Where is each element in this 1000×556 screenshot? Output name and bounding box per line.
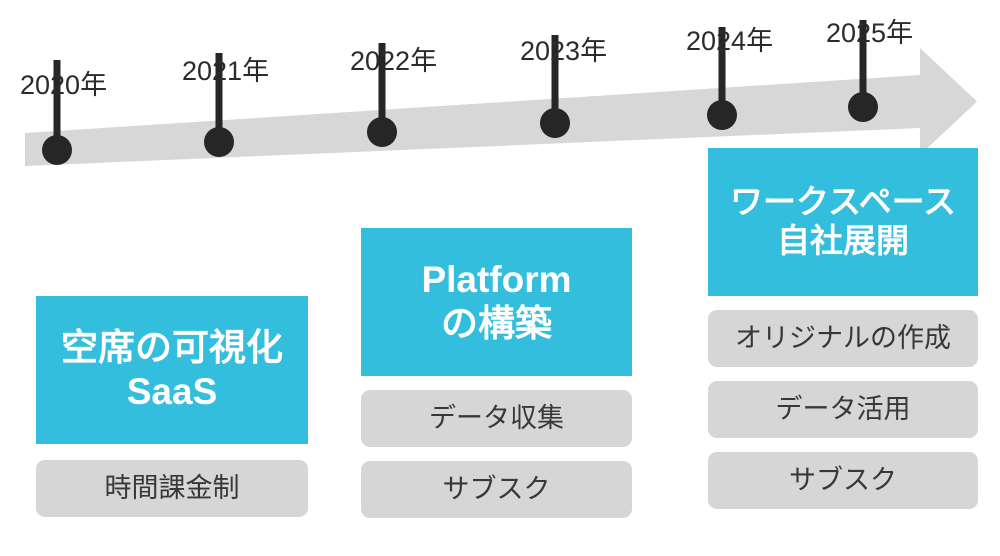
marker-dot-2022 [367, 117, 397, 147]
tag-box-1-1[interactable]: 時間課金制 [36, 460, 308, 517]
marker-dot-2025 [848, 92, 878, 122]
tag-box-2-2[interactable]: サブスク [361, 461, 632, 518]
roadmap-column-3: ワークスペース 自社展開 オリジナルの作成 データ活用 サブスク [708, 148, 978, 509]
arrow-band-shape [25, 48, 977, 166]
phase-box-2-line-1: Platform [421, 259, 572, 301]
tag-box-2-1[interactable]: データ収集 [361, 390, 632, 447]
timeline-year-label-2023: 2023年 [520, 36, 608, 66]
phase-box-2-line-2: の構築 [440, 303, 552, 344]
timeline-year-label-2021: 2021年 [182, 56, 270, 86]
marker-dot-2023 [540, 108, 570, 138]
timeline-markers [42, 20, 878, 165]
phase-box-3-line-2: 自社展開 [777, 222, 909, 259]
roadmap-column-1: 空席の可視化 SaaS 時間課金制 [36, 296, 308, 517]
tag-box-3-1[interactable]: オリジナルの作成 [708, 310, 978, 367]
roadmap-column-2: Platform の構築 データ収集 サブスク [361, 228, 632, 518]
timeline-year-label-2025: 2025年 [826, 18, 914, 48]
phase-box-2[interactable]: Platform の構築 [361, 228, 632, 376]
timeline-year-label-2022: 2022年 [350, 46, 438, 76]
timeline-year-label-2024: 2024年 [686, 26, 774, 56]
phase-box-1-line-2: SaaS [126, 371, 218, 412]
phase-box-1-line-1: 空席の可視化 [61, 327, 283, 369]
marker-dot-2024 [707, 100, 737, 130]
phase-box-3-line-1: ワークスペース [729, 183, 957, 221]
tag-box-3-2[interactable]: データ活用 [708, 381, 978, 438]
phase-box-1[interactable]: 空席の可視化 SaaS [36, 296, 308, 444]
tag-box-3-3[interactable]: サブスク [708, 452, 978, 509]
marker-dot-2021 [204, 127, 234, 157]
timeline-arrow [25, 20, 977, 166]
marker-dot-2020 [42, 135, 72, 165]
phase-box-3[interactable]: ワークスペース 自社展開 [708, 148, 978, 296]
timeline-year-label-2020: 2020年 [20, 70, 108, 100]
